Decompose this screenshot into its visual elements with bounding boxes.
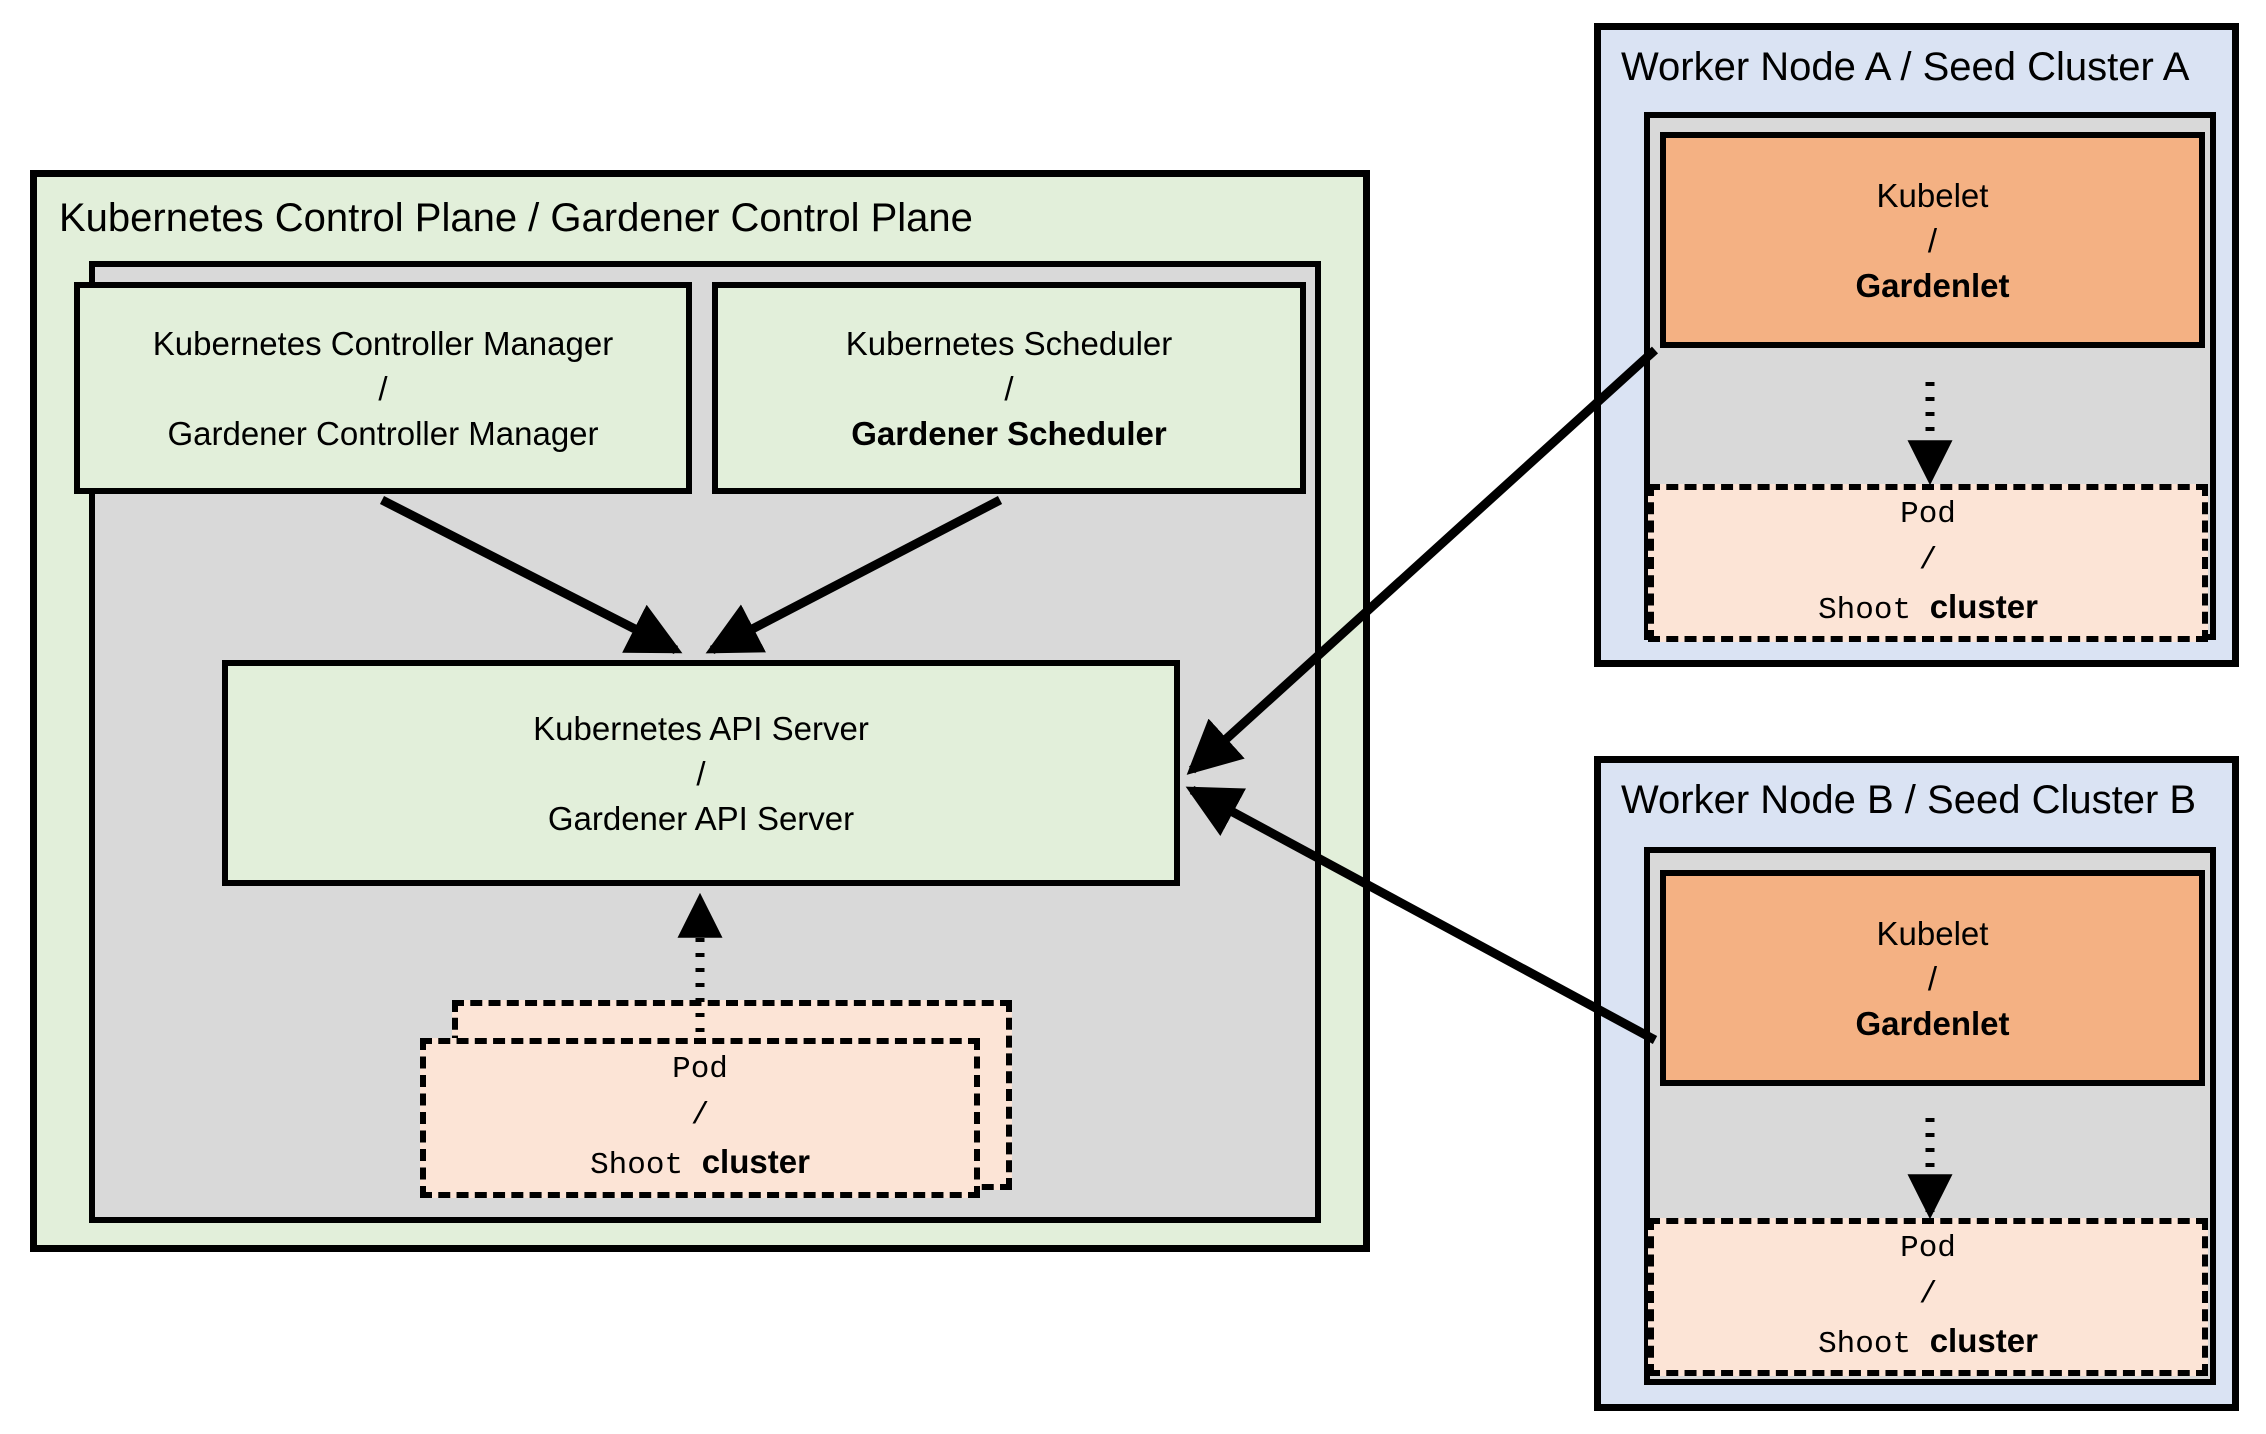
api-server-line-1: Kubernetes API Server bbox=[533, 709, 869, 747]
control-plane-pod-line-1: Pod bbox=[672, 1052, 728, 1087]
control-plane-pod-box[interactable]: Pod / Shoot cluster bbox=[420, 1038, 980, 1198]
kubelet-a-line-2: Gardenlet bbox=[1855, 266, 2010, 304]
pod-b-separator: / bbox=[1918, 1277, 1938, 1312]
kubernetes-controller-manager-box[interactable]: Kubernetes Controller Manager / Gardener… bbox=[74, 282, 692, 494]
pod-a-line-1: Pod bbox=[1900, 497, 1956, 532]
control-plane-pod-separator: / bbox=[690, 1098, 710, 1133]
controller-manager-line-2: Gardener Controller Manager bbox=[167, 414, 599, 452]
pod-b-line-2-bold: cluster bbox=[1929, 1322, 2038, 1359]
pod-a-line-2: Shoot cluster bbox=[1818, 584, 2038, 634]
control-plane-pod-line-2: Shoot cluster bbox=[590, 1139, 810, 1189]
worker-node-b-pod-box[interactable]: Pod / Shoot cluster bbox=[1648, 1218, 2208, 1376]
worker-node-a-title: Worker Node A / Seed Cluster A bbox=[1621, 45, 2190, 89]
api-server-line-2: Gardener API Server bbox=[547, 799, 855, 837]
pod-a-line-2-bold: cluster bbox=[1929, 588, 2038, 625]
pod-b-line-2-mono: Shoot bbox=[1818, 1327, 1930, 1362]
kubernetes-scheduler-box[interactable]: Kubernetes Scheduler / Gardener Schedule… bbox=[712, 282, 1306, 494]
scheduler-separator: / bbox=[1004, 369, 1014, 407]
kubernetes-api-server-box[interactable]: Kubernetes API Server / Gardener API Ser… bbox=[222, 660, 1180, 886]
kubelet-gardenlet-a-box[interactable]: Kubelet / Gardenlet bbox=[1660, 132, 2205, 348]
kubelet-b-line-2: Gardenlet bbox=[1855, 1004, 2010, 1042]
api-server-separator: / bbox=[696, 754, 706, 792]
kubelet-b-separator: / bbox=[1927, 959, 1938, 997]
scheduler-line-2: Gardener Scheduler bbox=[851, 414, 1167, 452]
kubelet-a-separator: / bbox=[1927, 221, 1938, 259]
controller-manager-line-1: Kubernetes Controller Manager bbox=[152, 324, 614, 362]
kubelet-b-line-1: Kubelet bbox=[1876, 914, 1989, 952]
control-plane-title: Kubernetes Control Plane / Gardener Cont… bbox=[59, 196, 973, 240]
pod-a-separator: / bbox=[1918, 543, 1938, 578]
pod-b-line-2: Shoot cluster bbox=[1818, 1318, 2038, 1368]
kubelet-gardenlet-b-box[interactable]: Kubelet / Gardenlet bbox=[1660, 870, 2205, 1086]
controller-manager-separator: / bbox=[378, 369, 388, 407]
control-plane-pod-line-2-bold: cluster bbox=[701, 1143, 810, 1180]
pod-b-line-1: Pod bbox=[1900, 1231, 1956, 1266]
pod-a-line-2-mono: Shoot bbox=[1818, 593, 1930, 628]
kubelet-a-line-1: Kubelet bbox=[1876, 176, 1989, 214]
worker-node-b-title: Worker Node B / Seed Cluster B bbox=[1621, 778, 2197, 822]
control-plane-pod-line-2-mono: Shoot bbox=[590, 1148, 702, 1183]
scheduler-line-1: Kubernetes Scheduler bbox=[845, 324, 1173, 362]
worker-node-a-pod-box[interactable]: Pod / Shoot cluster bbox=[1648, 484, 2208, 642]
